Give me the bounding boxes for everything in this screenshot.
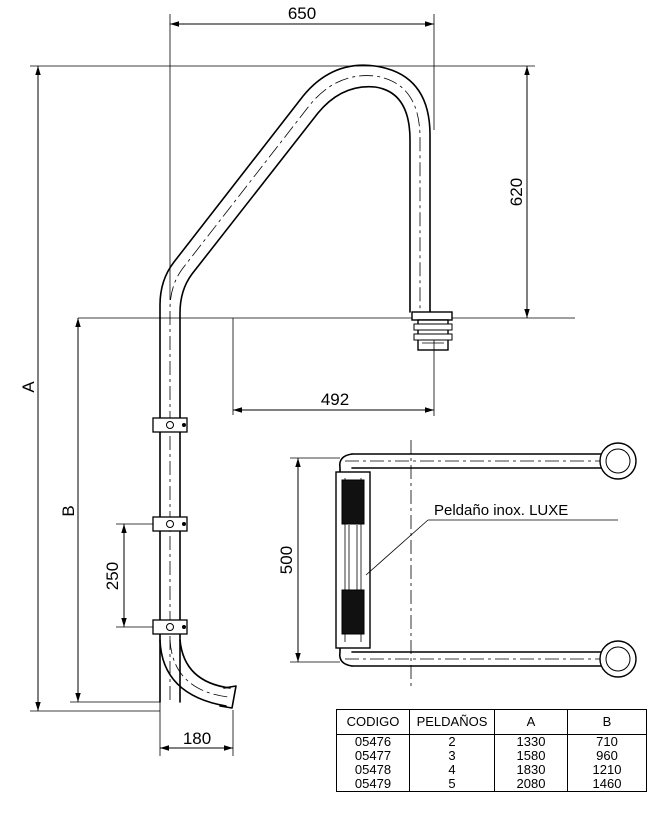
dim-492-label: 492 — [321, 390, 349, 409]
cell-b: 960 — [567, 749, 647, 763]
dim-B-label: B — [59, 505, 78, 516]
table-row: 05478 4 1830 1210 — [336, 763, 647, 777]
dim-180-label: 180 — [183, 729, 211, 748]
dim-A: A — [19, 65, 375, 712]
cell-codigo: 05476 — [336, 734, 410, 749]
table-row: 05479 5 2080 1460 — [336, 777, 647, 792]
cell-b: 1210 — [567, 763, 647, 777]
table-row: 05476 2 1330 710 — [336, 734, 647, 749]
dim-492: 492 — [233, 340, 435, 416]
side-bracket-3 — [152, 619, 188, 635]
dim-B: B — [59, 318, 160, 703]
col-header-codigo: CODIGO — [336, 709, 410, 735]
cell-codigo: 05478 — [336, 763, 410, 777]
top-view — [335, 440, 637, 690]
cell-b: 710 — [567, 734, 647, 749]
dim-620: 620 — [375, 65, 535, 318]
cell-a: 1830 — [494, 763, 568, 777]
cell-a: 2080 — [494, 777, 568, 792]
cell-a: 1580 — [494, 749, 568, 763]
cell-a: 1330 — [494, 734, 568, 749]
dim-250: 250 — [103, 523, 153, 628]
cell-peldanos: 5 — [409, 777, 495, 792]
deck-anchor — [411, 311, 453, 351]
dim-180: 180 — [159, 702, 234, 756]
cell-peldanos: 3 — [409, 749, 495, 763]
side-bracket-1 — [152, 417, 188, 433]
cell-peldanos: 2 — [409, 734, 495, 749]
dim-A-label: A — [19, 381, 38, 393]
cell-codigo: 05479 — [336, 777, 410, 792]
dim-250-label: 250 — [103, 562, 122, 590]
spec-table: CODIGO PELDAÑOS A B 05476 2 1330 710 054… — [336, 709, 647, 792]
dim-650-label: 650 — [288, 4, 316, 23]
dim-500: 500 — [277, 457, 340, 663]
step-callout: Peldaño inox. LUXE — [365, 502, 618, 576]
dim-650: 650 — [169, 4, 435, 300]
dim-500-label: 500 — [277, 546, 296, 574]
side-bracket-2 — [152, 516, 188, 532]
cell-codigo: 05477 — [336, 749, 410, 763]
cell-b: 1460 — [567, 777, 647, 792]
table-header-row: CODIGO PELDAÑOS A B — [336, 709, 647, 735]
col-header-a: A — [494, 709, 568, 735]
dim-620-label: 620 — [507, 178, 526, 206]
col-header-peldanos: PELDAÑOS — [409, 709, 495, 735]
cell-peldanos: 4 — [409, 763, 495, 777]
side-view-handrail — [159, 64, 431, 709]
col-header-b: B — [567, 709, 647, 735]
step-callout-label: Peldaño inox. LUXE — [434, 502, 568, 519]
table-row: 05477 3 1580 960 — [336, 749, 647, 763]
